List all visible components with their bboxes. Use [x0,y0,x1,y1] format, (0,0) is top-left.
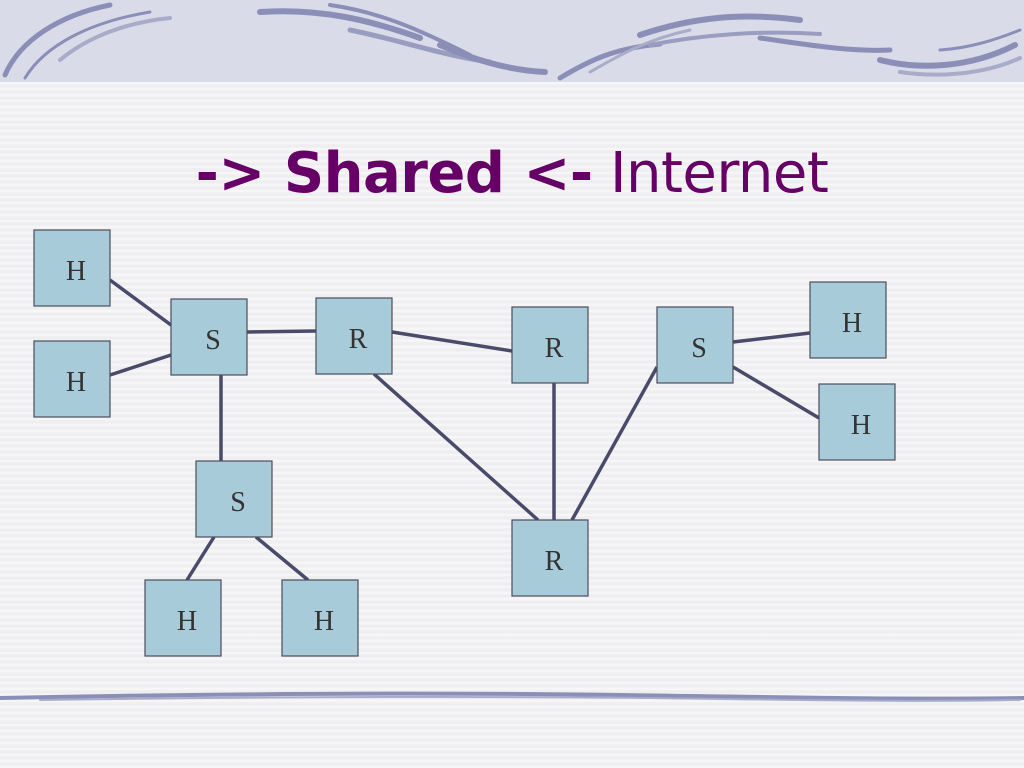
node-box [809,281,887,359]
edge-h2-s1 [109,353,172,377]
swoosh-decoration-top [2,2,1022,81]
node-s1: S [170,298,248,376]
node-h4: H [818,383,896,461]
node-box [33,229,111,307]
edge-h1-s1 [108,278,173,327]
node-label: S [205,325,221,356]
node-label: H [66,367,86,398]
node-label: S [230,487,246,518]
node-h1: H [33,229,111,307]
edge-s3-h5 [185,536,216,581]
edge-s2-h4 [732,365,820,420]
edge-s2-h3 [732,331,811,344]
node-box [818,383,896,461]
diagram-edges [108,278,820,582]
node-label: R [545,333,564,364]
node-box [511,519,589,597]
node-label: R [545,546,564,577]
node-label: H [851,410,871,441]
swoosh-decoration-bottom [0,691,1024,702]
node-h5: H [144,579,222,657]
node-box [656,306,734,384]
node-box [144,579,222,657]
node-r3: R [511,519,589,597]
node-box [33,340,111,418]
node-label: H [177,606,197,637]
node-s2: S [656,306,734,384]
node-h6: H [281,579,359,657]
node-box [170,298,248,376]
node-label: R [349,324,368,355]
slide-title: -> Shared <- Internet [0,138,1024,210]
top-decorative-band [0,0,1024,82]
title-shared-text: -> Shared <- [195,141,594,206]
edge-r3-s2 [570,366,659,521]
node-label: H [66,256,86,287]
node-box [511,306,589,384]
node-label: H [842,308,862,339]
node-label: S [691,333,707,364]
edge-r1-r3 [372,372,540,522]
edge-r1-r2 [391,330,513,353]
node-h2: H [33,340,111,418]
bottom-decorative-line [0,686,1024,710]
node-s3: S [195,460,273,538]
node-r1: R [315,297,393,375]
node-box [195,460,273,538]
edge-s1-r1 [246,329,317,334]
node-box [281,579,359,657]
edge-s3-h6 [254,535,310,582]
node-r2: R [511,306,589,384]
node-label: H [314,606,334,637]
title-internet-text: Internet [609,141,829,206]
node-h3: H [809,281,887,359]
diagram-nodes: H H S R R S H H S H H R [33,229,896,657]
node-box [315,297,393,375]
